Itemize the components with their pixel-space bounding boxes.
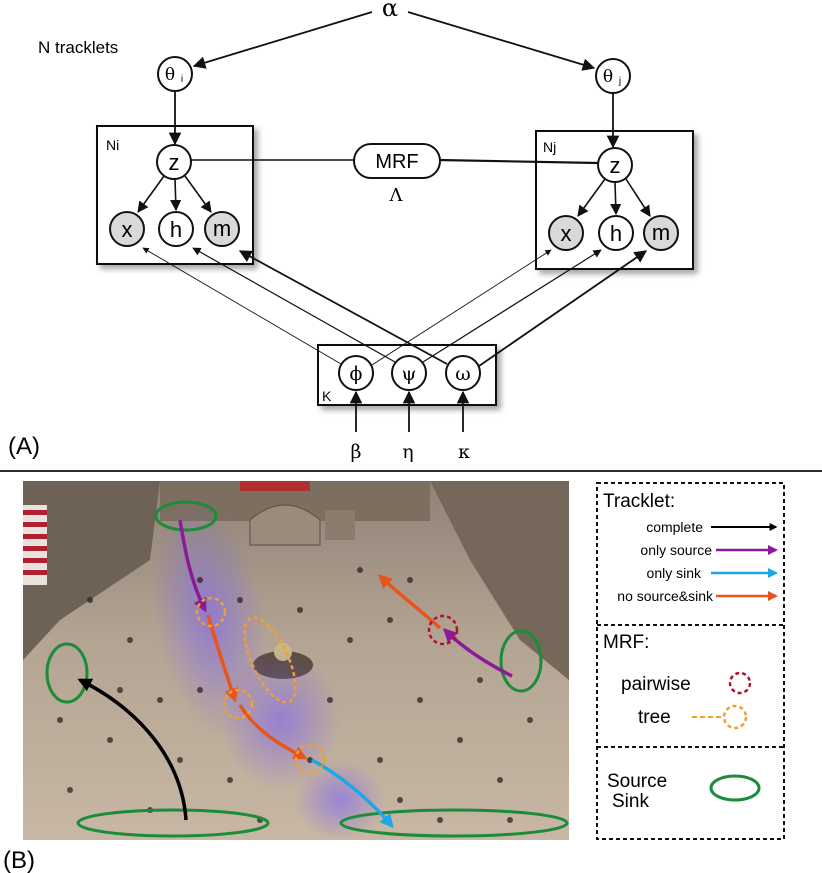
plate-right-label: Nj (543, 139, 556, 155)
x-right-node: x (548, 215, 584, 251)
edge-alpha-theta-i (192, 11, 373, 69)
svg-text:i: i (181, 74, 183, 85)
svg-text:x: x (561, 221, 572, 246)
alpha-symbol: α (382, 0, 398, 22)
legend-no-source-sink-label: no source&sink (617, 588, 714, 604)
z-left-node: z (156, 144, 192, 180)
panel-b-label: (B) (3, 847, 35, 873)
tree-marker-2 (222, 688, 254, 720)
svg-text:θ: θ (603, 67, 613, 87)
svg-text:h: h (170, 217, 182, 242)
svg-text:j: j (618, 76, 621, 87)
h-left-node: h (158, 211, 194, 247)
svg-text:MRF: MRF (375, 151, 418, 173)
legend-only-sink-label: only sink (647, 565, 702, 581)
legend-complete-label: complete (646, 519, 703, 535)
mrf-node: MRF (353, 143, 441, 179)
svg-text:z: z (610, 153, 621, 178)
pairwise-marker (427, 614, 459, 646)
plate-k-label: K (322, 388, 332, 404)
concourse-photo (23, 481, 569, 840)
legend: Tracklet: complete only source only sink… (596, 482, 785, 840)
tracklet-no-source-sink-3 (377, 574, 442, 630)
tracklet-only-source-1 (178, 519, 207, 613)
svg-text:m: m (652, 220, 670, 245)
svg-text:x: x (122, 217, 133, 242)
svg-text:m: m (213, 216, 231, 241)
svg-text:ϕ: ϕ (350, 363, 363, 385)
tree-marker-3 (294, 743, 326, 775)
h-right-node: h (598, 215, 634, 251)
panel-b: (B) Tracklet: complete only source only … (3, 481, 785, 873)
tree-marker-1 (195, 596, 227, 628)
m-left-node: m (204, 211, 240, 247)
tracklet-only-source-2 (443, 628, 513, 678)
theta-i-node: θ i (157, 56, 193, 92)
m-right-node: m (643, 215, 679, 251)
legend-pairwise-label: pairwise (621, 674, 691, 695)
omega-node: ω (445, 355, 481, 391)
tree-link-marker (243, 616, 297, 704)
svg-text:ψ: ψ (402, 363, 417, 385)
phi-node: ϕ (338, 355, 374, 391)
svg-text:ω: ω (455, 363, 471, 385)
tracklet-only-sink (311, 758, 394, 829)
x-left-node: x (109, 211, 145, 247)
legend-sink-label: Sink (612, 791, 649, 812)
panel-a-label: (A) (8, 433, 40, 460)
tracklet-complete (77, 678, 188, 821)
panel-a: α N tracklets θ i θ j Ni Nj z (8, 0, 694, 463)
n-tracklets-label: N tracklets (38, 38, 118, 57)
eta-symbol: η (402, 441, 413, 463)
beta-symbol: β (351, 441, 362, 463)
svg-text:z: z (169, 150, 180, 175)
legend-source-sink-ellipse (709, 774, 761, 802)
psi-node: ψ (391, 355, 427, 391)
svg-text:h: h (610, 221, 622, 246)
legend-tree-label: tree (638, 707, 671, 728)
legend-source-label: Source (607, 771, 667, 792)
tracklet-no-source-sink-2 (238, 704, 308, 760)
kappa-symbol: κ (458, 441, 470, 463)
z-right-node: z (597, 147, 633, 183)
plate-left-label: Ni (106, 137, 119, 153)
legend-tracklet-title: Tracklet: (603, 491, 675, 512)
edge-alpha-theta-j (407, 11, 596, 71)
legend-mrf-title: MRF: (603, 632, 649, 653)
lambda-symbol: Λ (389, 185, 404, 206)
legend-only-source-label: only source (640, 542, 712, 558)
svg-text:θ: θ (165, 65, 175, 85)
theta-j-node: θ j (595, 58, 631, 94)
source-sink-regions (45, 500, 569, 838)
